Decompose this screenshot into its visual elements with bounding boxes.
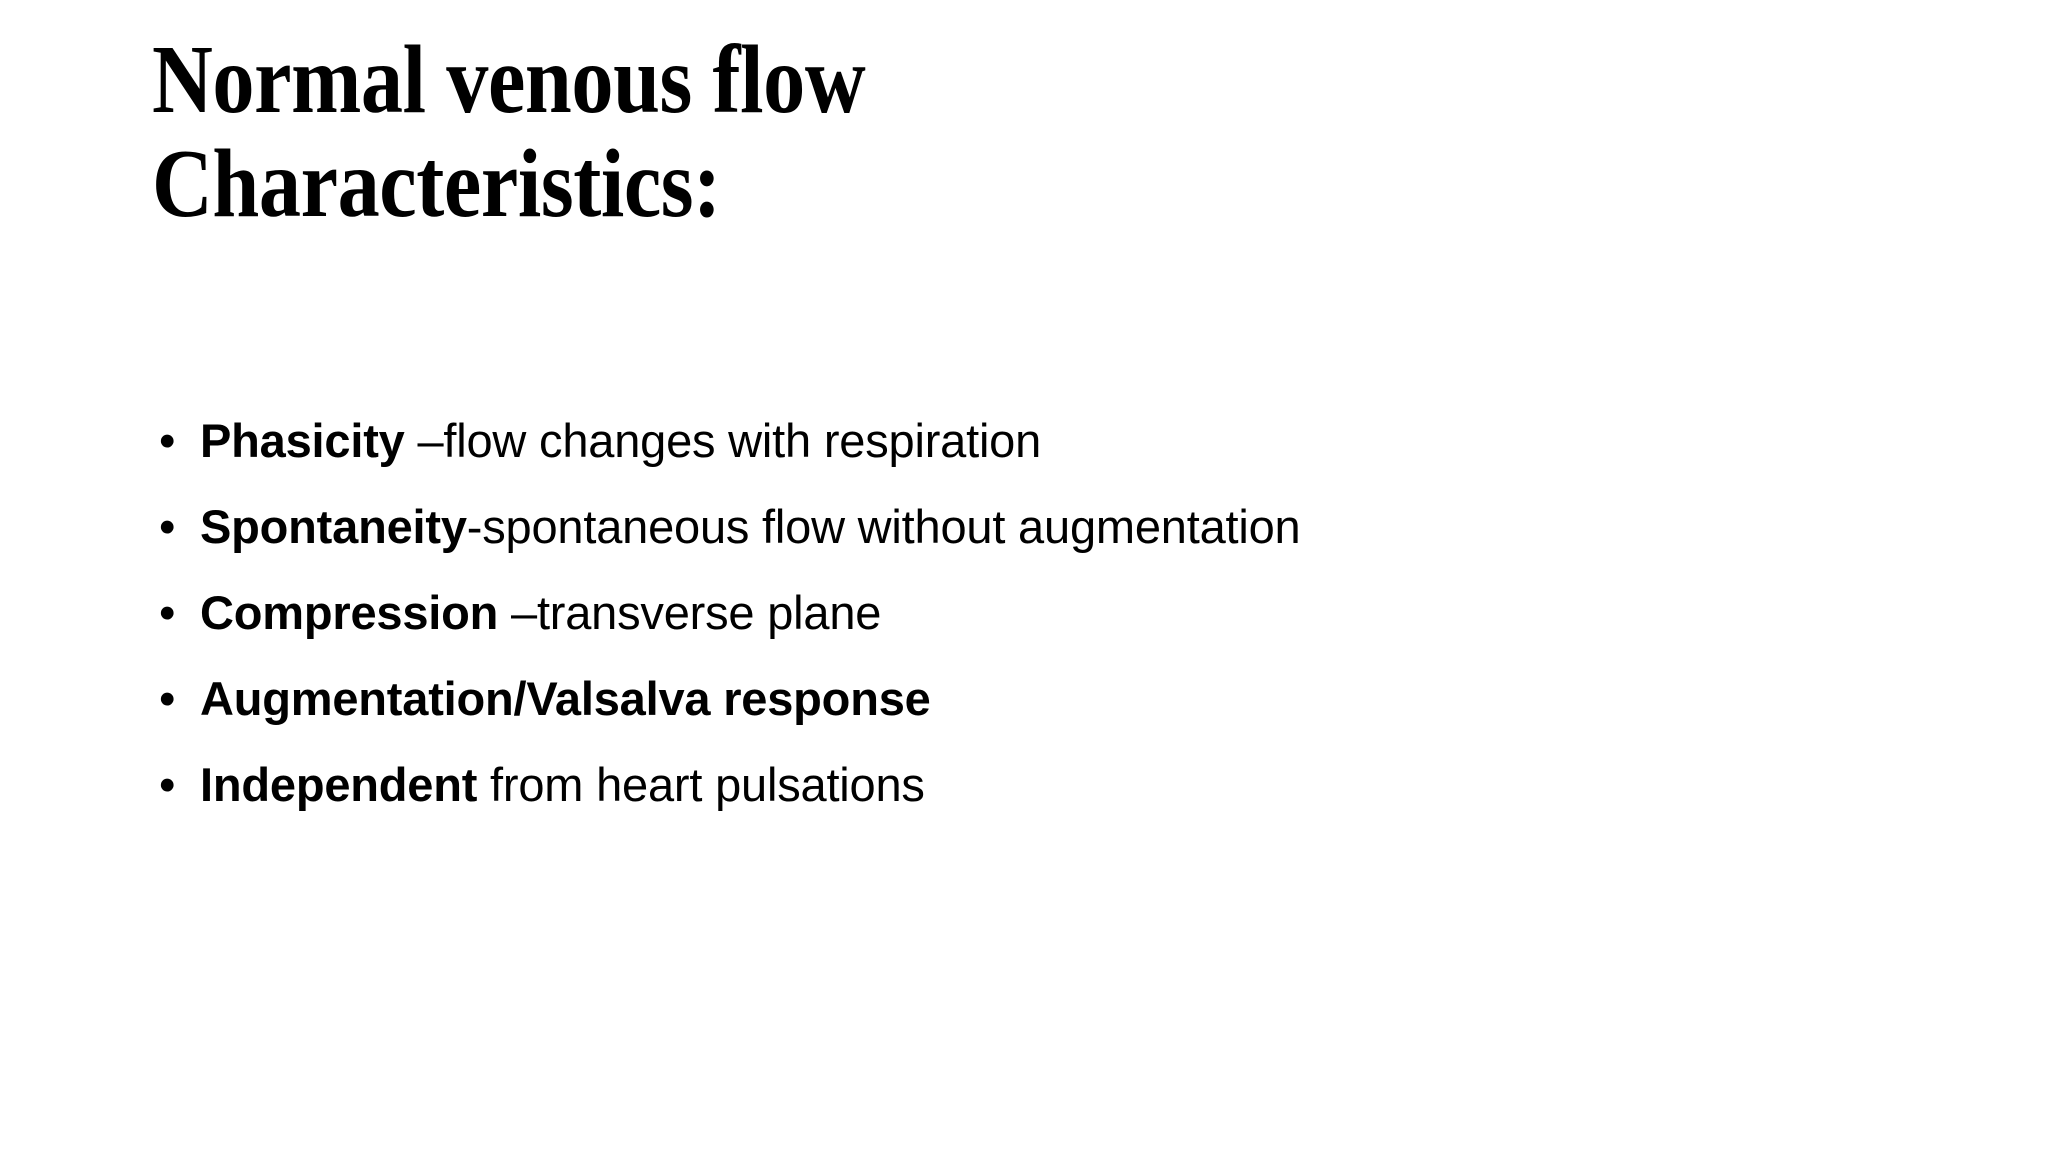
bullet-lead-term: Compression <box>200 586 499 639</box>
bullet-lead-term: Spontaneity <box>200 500 467 553</box>
slide-title: Normal venous flow Characteristics: <box>152 28 1452 236</box>
list-item: • Compression –transverse plane <box>150 570 1910 656</box>
bullet-lead-term: Augmentation/Valsalva response <box>200 672 931 725</box>
bullet-lead-term: Phasicity <box>200 414 405 467</box>
list-item: • Augmentation/Valsalva response <box>150 656 1910 742</box>
bullet-description: from heart pulsations <box>477 758 925 811</box>
bullet-dot-icon: • <box>159 758 176 811</box>
bullet-description: –flow changes with respiration <box>404 414 1042 467</box>
bullet-dot-icon: • <box>159 586 176 639</box>
bullet-description: -spontaneous flow without augmentation <box>466 500 1301 553</box>
bullet-list: • Phasicity –flow changes with respiratio… <box>150 398 1910 828</box>
bullet-dot-icon: • <box>159 500 176 553</box>
bullet-description: –transverse plane <box>498 586 882 639</box>
list-item: • Spontaneity-spontaneous flow without au… <box>150 484 1910 570</box>
bullet-dot-icon: • <box>159 414 176 467</box>
list-item: • Independent from heart pulsations <box>150 742 1910 828</box>
bullet-lead-term: Independent <box>200 758 478 811</box>
title-line-1: Normal venous flow <box>152 26 866 134</box>
bullet-dot-icon: • <box>159 672 176 725</box>
list-item: • Phasicity –flow changes with respiratio… <box>150 398 1910 484</box>
title-line-2: Characteristics: <box>152 130 721 238</box>
